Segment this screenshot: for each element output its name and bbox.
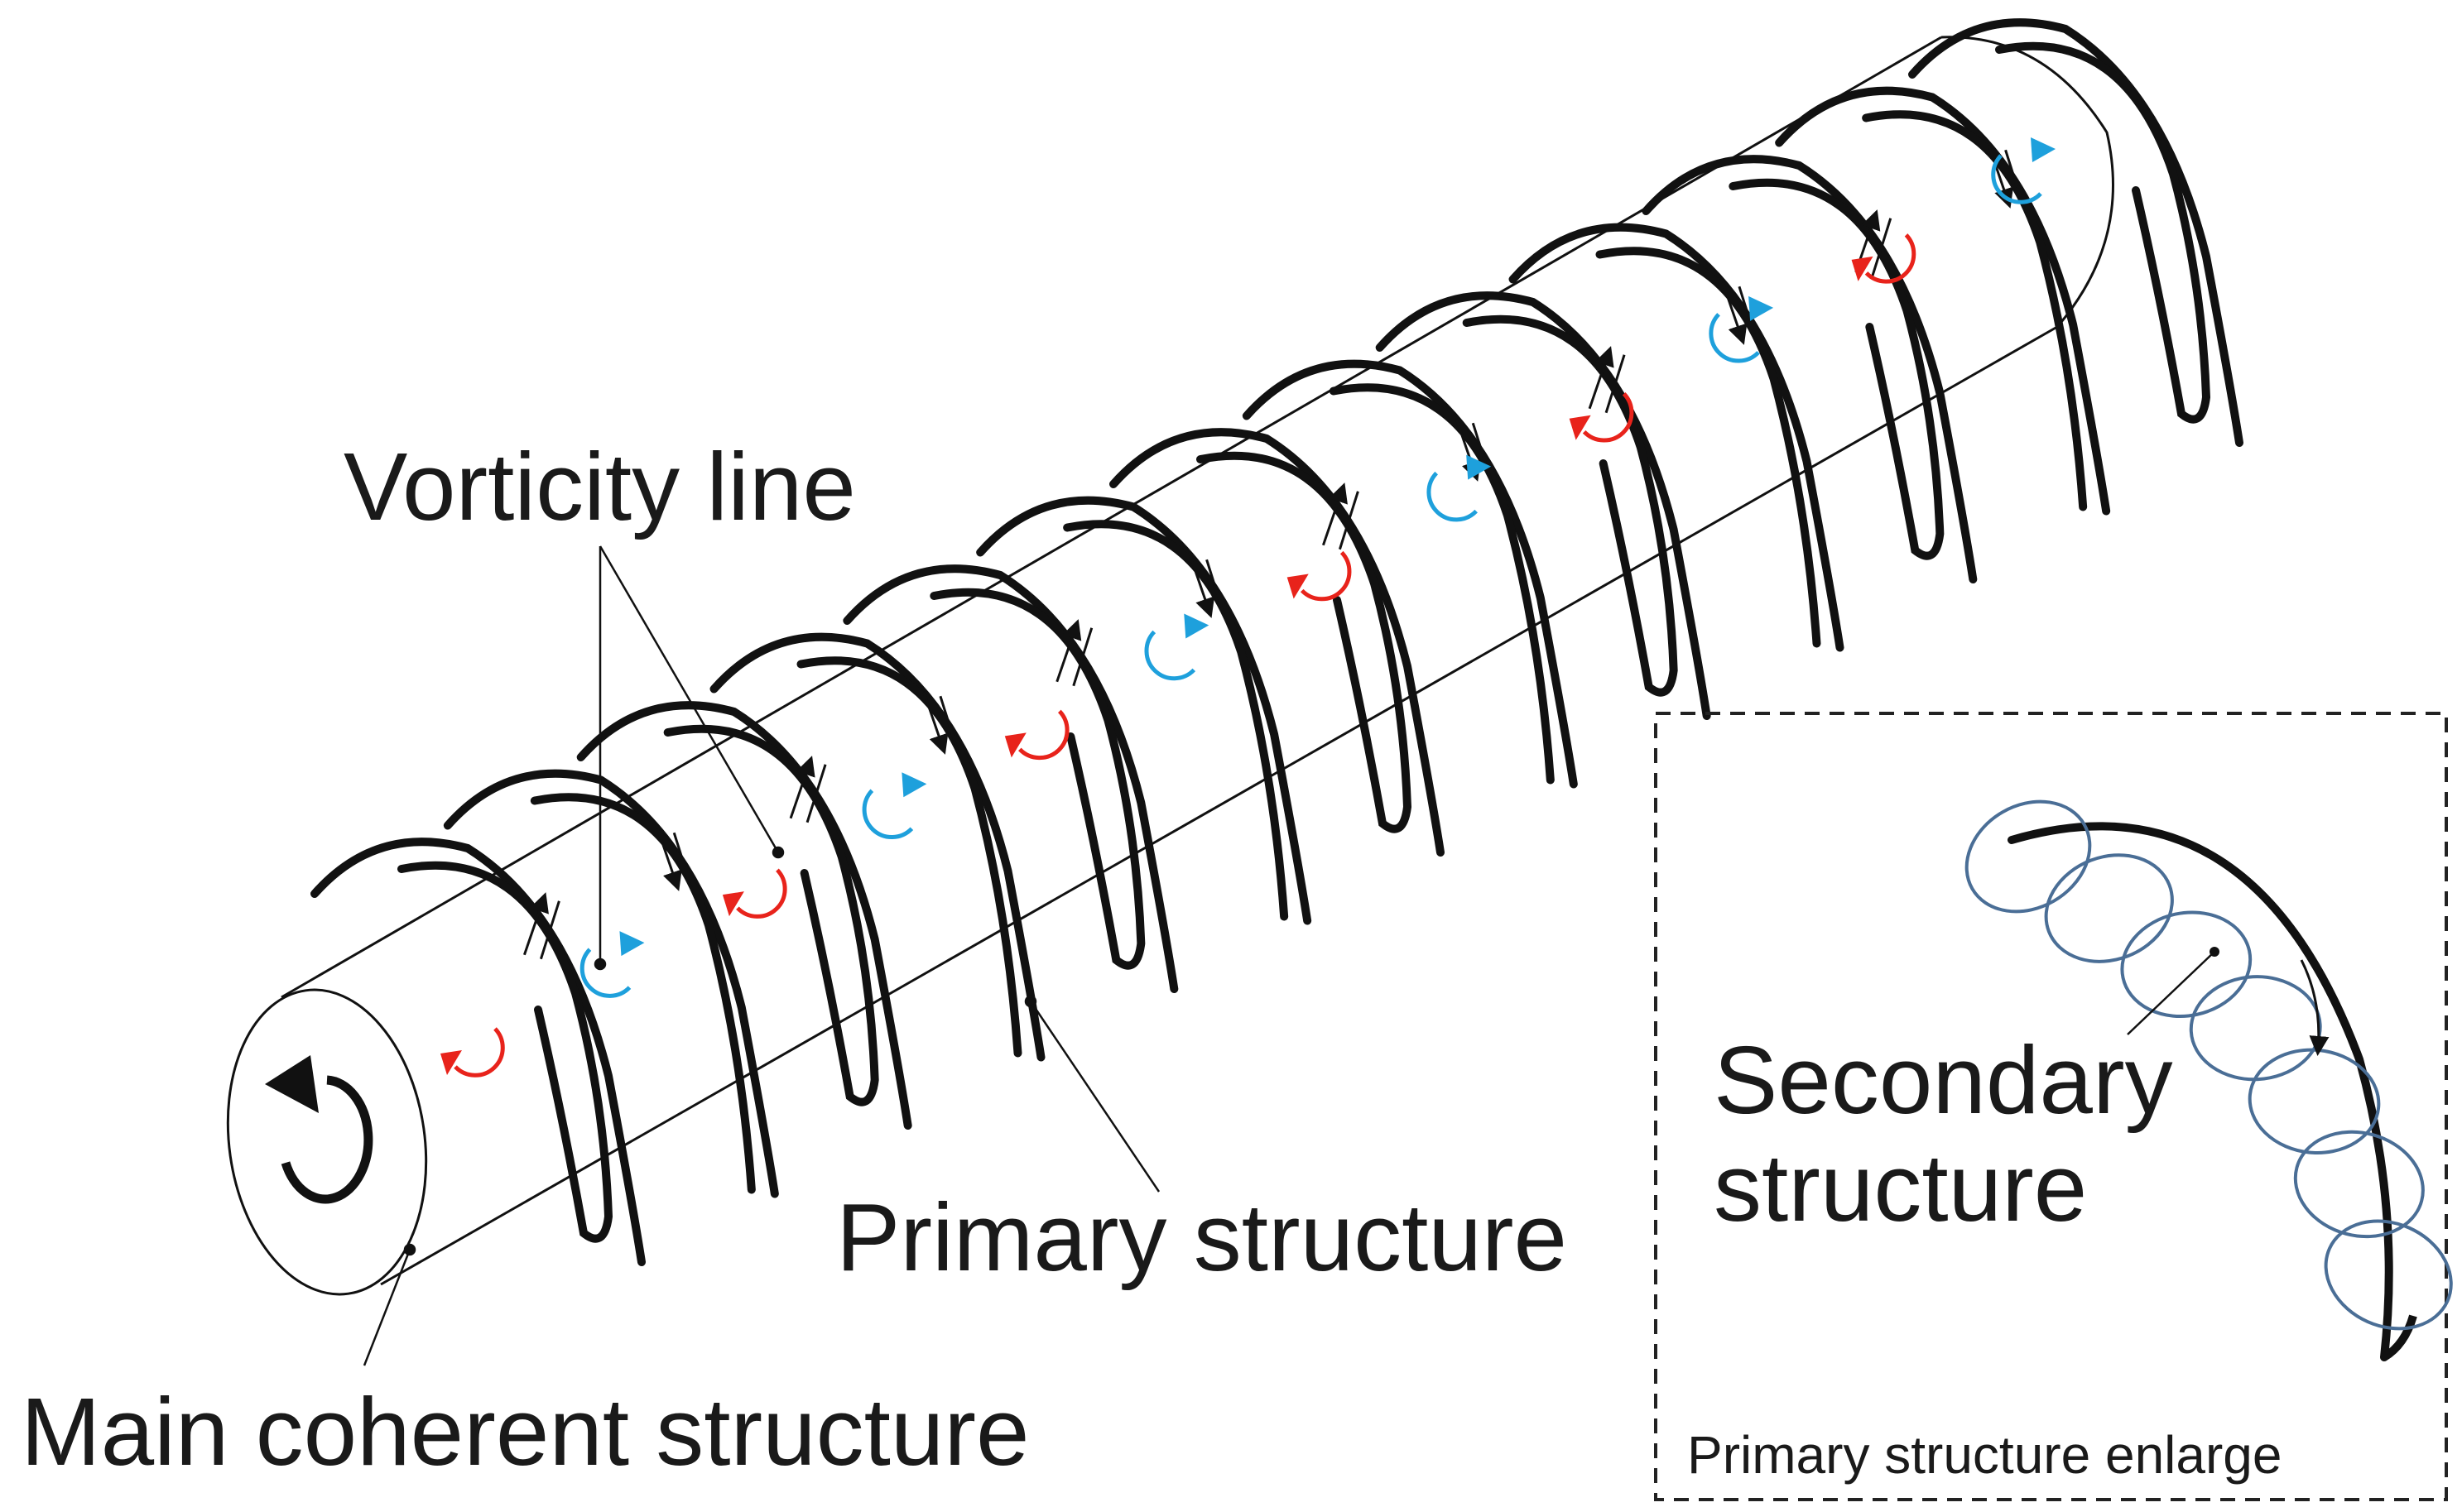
primary-structure-label: Primary structure (836, 1183, 1567, 1291)
helix-loop (1964, 799, 2092, 914)
flow-arrow-shaft (1338, 491, 1359, 550)
flow-arrows (522, 145, 2026, 960)
ccw-vortex-icon (1851, 233, 1916, 284)
vorticity-ring-inner (1196, 451, 1412, 833)
flow-arrow-shaft (1205, 559, 1227, 618)
vortex-curl (736, 868, 787, 919)
flow-arrow-shaft (1471, 422, 1493, 482)
ccw-vortex-icon (1569, 392, 1634, 443)
secondary-structure-label-line1: Secondary (1714, 1026, 2173, 1134)
helix-loop (2293, 1130, 2425, 1239)
rotation-arrow-icon (265, 1055, 373, 1204)
vortex-curl (1426, 471, 1478, 522)
vortex-curl (1144, 630, 1196, 681)
cw-vortex-icon (1426, 454, 1492, 522)
leader-lines (363, 545, 1161, 1366)
vorticity-ring-inner (1862, 110, 2088, 511)
vorticity-ring-inner (663, 724, 879, 1106)
flow-arrow-shaft (939, 695, 960, 755)
cw-vortex-icon (1991, 137, 2056, 204)
vorticity-ring-inner (1595, 247, 1821, 648)
flow-arrow-shaft (1072, 627, 1094, 687)
flow-arrow-icon (522, 892, 549, 956)
vortex-curl (1709, 313, 1760, 363)
vorticity-ring-inner (1729, 178, 1945, 560)
ccw-vortex-icon (1286, 550, 1352, 602)
cw-vortex-icon (1144, 613, 1209, 681)
cw-vortex-icon (1709, 295, 1774, 363)
vortex-arrowhead (902, 772, 927, 798)
vorticity-line-label: Vorticity line (344, 433, 856, 540)
vortex-arrowhead (1004, 732, 1027, 758)
vorticity-ring-inner (796, 656, 1022, 1058)
vortex-curl (1582, 392, 1634, 443)
vortex-curl (1991, 154, 2042, 204)
vortex-arrowhead (1569, 415, 1591, 440)
main-coherent-structure-label: Main coherent structure (21, 1378, 1030, 1486)
vortex-arrowhead (722, 891, 744, 917)
vortex-curl (1864, 233, 1916, 284)
secondary-structure-label-line2: structure (1714, 1134, 2087, 1241)
vorticity-rings (310, 18, 2243, 1266)
helix-loop (2044, 853, 2174, 963)
vorticity-ring-inner (530, 793, 756, 1194)
cw-vortex-icon (579, 931, 645, 998)
vorticity-ring-inner (397, 861, 613, 1243)
flow-arrow-shaft (1738, 286, 1759, 345)
vortex-curl (579, 948, 632, 998)
vortex-curl (454, 1027, 505, 1078)
flow-arrow-shaft (2004, 149, 2026, 209)
vorticity-ring-inner (1063, 520, 1289, 921)
ccw-vortex-icon (722, 868, 787, 919)
vorticity-ring-inner (1995, 41, 2211, 424)
flow-arrow-shaft (539, 900, 560, 960)
vortex-arrowhead (440, 1050, 462, 1075)
flow-arrow-shaft (1871, 218, 1892, 277)
vortex-curl (862, 789, 914, 839)
vortex-arrowhead (1851, 256, 1873, 281)
vortex-curl (1300, 550, 1352, 602)
vortex-arrowhead (619, 931, 645, 957)
inset-caption: Primary structure enlarge (1687, 1425, 2282, 1485)
vortex-arrowhead (1286, 574, 1309, 599)
flow-arrow-shaft (1604, 354, 1626, 414)
flow-arrow-icon (1321, 482, 1348, 546)
inset-panel (1654, 712, 2453, 1501)
flow-arrow-icon (1988, 145, 2014, 209)
vortex-arrowhead (1184, 613, 1209, 639)
flow-arrow-icon (1055, 619, 1082, 683)
cw-vortex-icon (862, 772, 927, 839)
vorticity-ring-inner (1329, 383, 1555, 785)
ccw-vortex-icon (440, 1027, 505, 1078)
flow-arrow-icon (1588, 346, 1614, 410)
vorticity-ring-inner (930, 588, 1146, 970)
flow-arrow-icon (1721, 281, 1748, 345)
vortex-arrowhead (1466, 454, 1492, 480)
ccw-vortex-icon (1004, 709, 1070, 761)
helix-loop (2189, 975, 2322, 1082)
flow-arrow-icon (789, 756, 815, 819)
flow-arrow-icon (1189, 554, 1215, 618)
vorticity-ring-inner (1462, 314, 1678, 697)
flow-arrow-shaft (672, 832, 694, 891)
flow-arrow-shaft (805, 764, 827, 823)
vortex-arrowhead (1748, 295, 1774, 321)
helix-loop (2324, 1219, 2453, 1331)
vortex-arrowhead (2031, 137, 2056, 162)
vortex-markers (440, 137, 2056, 1078)
flow-arrow-icon (922, 691, 949, 755)
helix-loop (2120, 910, 2253, 1019)
vortex-curl (1018, 709, 1070, 761)
flow-arrow-icon (656, 828, 682, 891)
